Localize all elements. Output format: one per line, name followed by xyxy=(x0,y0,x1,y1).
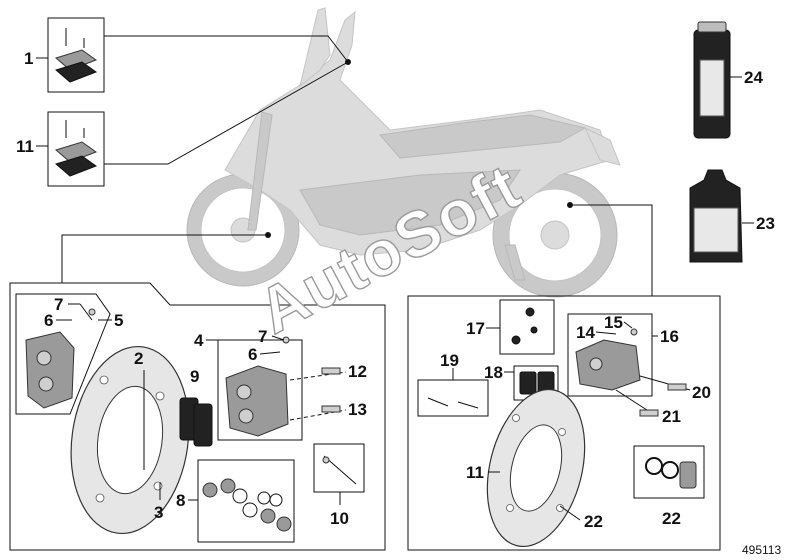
callout-11-top: 12 xyxy=(348,362,367,381)
callout-9: 9 xyxy=(190,367,199,386)
callout-16: 14 xyxy=(576,323,595,342)
rear-seal-box-18 xyxy=(633,445,705,499)
scooter-silhouette xyxy=(186,7,621,298)
callout-14: 22 xyxy=(584,512,603,531)
callout-18: 22 xyxy=(662,509,681,528)
callout-10: 10 xyxy=(330,509,349,528)
rear-box-19 xyxy=(499,299,555,355)
callout-15: 16 xyxy=(660,327,679,346)
caliper-box-4 xyxy=(217,336,347,441)
caliper-box-5 xyxy=(15,293,111,415)
callout-23: 23 xyxy=(756,214,775,233)
seal-kit-box-8 xyxy=(197,459,295,543)
rear-caliper-box-15 xyxy=(567,313,691,417)
callout-7-caliper: 7 xyxy=(258,327,267,346)
callout-20: 18 xyxy=(484,363,503,382)
frame-lines xyxy=(9,35,721,551)
callout-22-bottom: 21 xyxy=(662,407,681,426)
spray-can-part xyxy=(693,21,742,139)
callout-5: 5 xyxy=(114,311,123,330)
callout-12: 11 xyxy=(16,137,34,156)
callout-11-bottom: 13 xyxy=(348,400,367,419)
callout-7-front-box: 7 xyxy=(54,295,63,314)
callout-8: 8 xyxy=(176,491,185,510)
callout-1: 1 xyxy=(24,49,33,68)
callout-21: 19 xyxy=(440,351,459,370)
brake-pads-9 xyxy=(179,397,213,447)
callout-3: 3 xyxy=(154,503,163,522)
part-1-box xyxy=(47,17,105,93)
callout-24: 24 xyxy=(744,68,763,87)
callout-13: 11 xyxy=(466,463,484,482)
front-disc xyxy=(70,345,190,535)
callout-22-top: 20 xyxy=(692,383,711,402)
callout-4: 4 xyxy=(194,331,204,350)
callout-6-caliper: 6 xyxy=(248,345,257,364)
rear-box-21 xyxy=(417,368,489,417)
callout-17: 15 xyxy=(604,313,623,332)
bleeder-kit-10 xyxy=(313,443,365,505)
callout-2: 2 xyxy=(134,349,143,368)
callout-labels: 1 11 24 23 7 6 5 2 3 4 7 6 9 12 13 8 10 … xyxy=(16,49,775,531)
callout-6-front-box: 6 xyxy=(44,311,53,330)
rear-disc xyxy=(486,388,586,548)
part-12-box xyxy=(47,111,105,187)
callout-19: 17 xyxy=(466,319,485,338)
part-reference-number: 495113 xyxy=(742,543,781,557)
fluid-bottle-part xyxy=(689,169,754,263)
